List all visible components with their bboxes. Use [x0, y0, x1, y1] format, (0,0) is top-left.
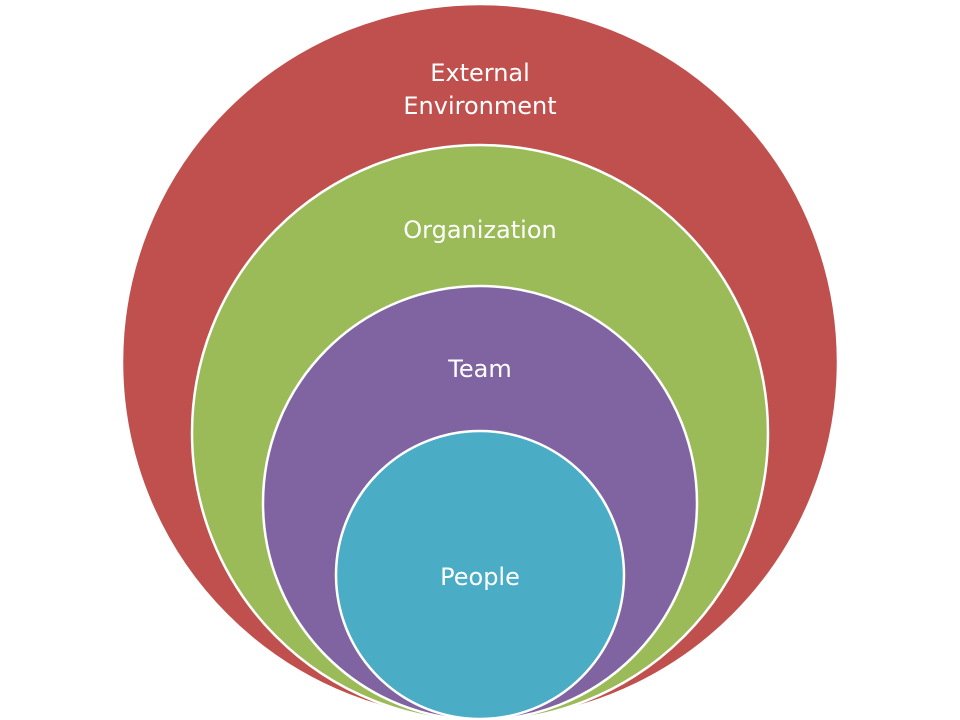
label-external-line-1: External: [430, 59, 530, 87]
layer-people: [334, 429, 626, 720]
label-team: Team: [447, 355, 511, 383]
label-organization: Organization: [403, 216, 556, 244]
label-external-line-2: Environment: [403, 92, 556, 120]
label-people: People: [440, 563, 520, 591]
